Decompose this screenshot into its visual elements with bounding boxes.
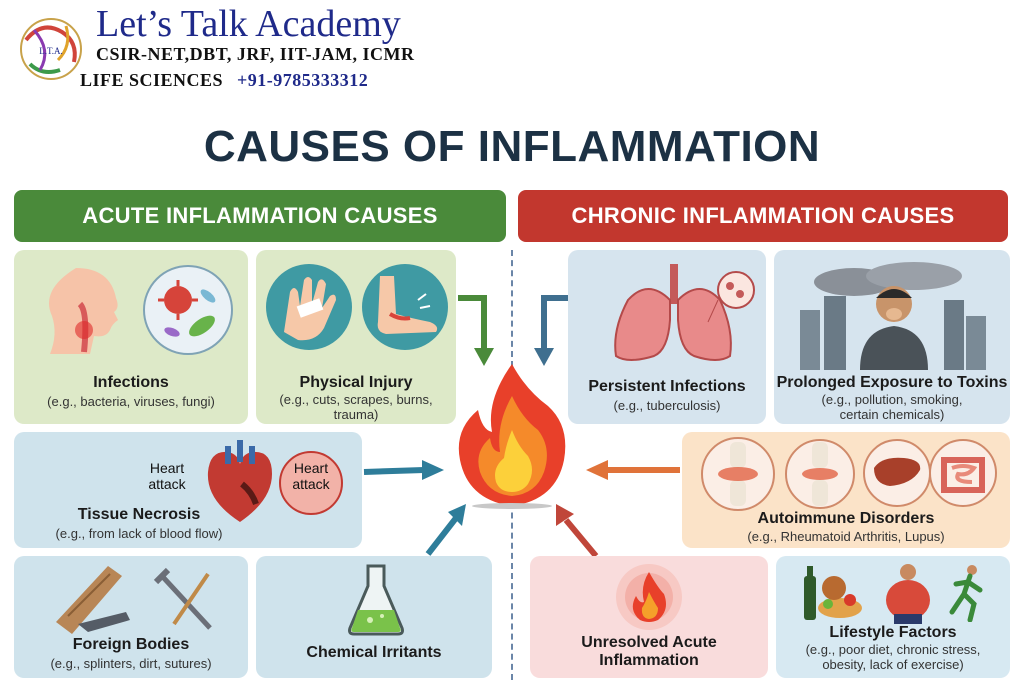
flame-circle-icon	[614, 562, 684, 632]
svg-text:L.T.A.: L.T.A.	[39, 46, 63, 56]
card-chemical-irritants: Chemical Irritants	[256, 556, 492, 678]
brand-subject: LIFE SCIENCES	[80, 70, 224, 90]
card-subtitle: (e.g., Rheumatoid Arthritis, Lupus)	[747, 529, 945, 544]
card-subtitle: (e.g., poor diet, chronic stress, obesit…	[805, 642, 981, 672]
card-infections: Infections (e.g., bacteria, viruses, fun…	[14, 250, 248, 424]
card-subtitle: (e.g., tuberculosis)	[613, 398, 721, 413]
heart-attack-label: Heart attack	[148, 460, 186, 492]
card-persistent-infections: Persistent Infections (e.g., tuberculosi…	[568, 250, 766, 424]
card-subtitle: (e.g., bacteria, viruses, fungi)	[47, 394, 215, 409]
card-prolonged-toxins: Prolonged Exposure to Toxins (e.g., poll…	[774, 250, 1010, 424]
joint-icon	[698, 436, 778, 512]
fire-icon	[452, 360, 572, 510]
flask-icon	[346, 562, 406, 636]
page-title: CAUSES OF INFLAMMATION	[203, 122, 821, 171]
brand-exams: CSIR-NET,DBT, JRF, IIT-JAM, ICMR	[96, 44, 415, 64]
card-subtitle: (e.g., from lack of blood flow)	[55, 526, 223, 541]
card-title: Unresolved Acute Inflammation	[581, 634, 717, 669]
card-lifestyle: Lifestyle Factors (e.g., poor diet, chro…	[776, 556, 1010, 678]
bandaged-hand-icon	[264, 262, 354, 352]
throat-icon	[36, 264, 128, 356]
card-title: Autoimmune Disorders	[757, 510, 935, 527]
pollution-city-icon	[794, 260, 990, 370]
wood-splinter-icon	[48, 562, 138, 638]
heart-attack-circle	[278, 450, 344, 516]
arrow-physical-injury	[458, 295, 487, 350]
lungs-icon	[608, 260, 758, 370]
intestine-icon	[928, 438, 998, 508]
brand-subject-line: LIFE SCIENCES +91-9785333312	[80, 70, 368, 91]
card-unresolved-acute: Unresolved Acute Inflammation	[530, 556, 768, 678]
liver-icon	[862, 438, 932, 508]
card-subtitle: (e.g., cuts, scrapes, burns, trauma)	[279, 392, 433, 422]
card-subtitle: (e.g., splinters, dirt, sutures)	[50, 656, 212, 671]
card-physical-injury: Physical Injury (e.g., cuts, scrapes, bu…	[256, 250, 456, 424]
heart-attack-circle-label: Heart attack	[292, 460, 330, 492]
card-title: Lifestyle Factors	[829, 624, 957, 641]
acute-heading-banner: ACUTE INFLAMMATION CAUSES	[14, 190, 506, 242]
card-title: Persistent Infections	[588, 378, 746, 395]
injured-foot-icon	[360, 262, 450, 352]
card-title: Foreign Bodies	[72, 636, 190, 653]
card-foreign-bodies: Foreign Bodies (e.g., splinters, dirt, s…	[14, 556, 248, 678]
card-title: Chemical Irritants	[306, 644, 442, 661]
microbe-icon	[142, 264, 234, 356]
card-tissue-necrosis: Heart attack Heart attack Tissue Necrosi…	[14, 432, 362, 548]
brand-phone: +91-9785333312	[237, 70, 369, 90]
card-subtitle: (e.g., pollution, smoking, certain chemi…	[821, 392, 963, 422]
card-title: Prolonged Exposure to Toxins	[776, 374, 1008, 391]
food-icon	[798, 562, 862, 624]
logo-icon: L.T.A.	[12, 10, 90, 88]
chronic-heading-banner: CHRONIC INFLAMMATION CAUSES	[518, 190, 1008, 242]
heart-icon	[198, 436, 282, 526]
nail-icon	[150, 566, 222, 636]
card-title: Infections	[93, 374, 169, 391]
person-icon	[880, 562, 936, 624]
card-title: Physical Injury	[299, 374, 413, 391]
card-title: Tissue Necrosis	[77, 506, 201, 523]
joint-icon	[782, 436, 858, 512]
runner-icon	[944, 564, 990, 622]
brand-title: Let’s Talk Academy	[96, 3, 401, 45]
card-autoimmune: Autoimmune Disorders (e.g., Rheumatoid A…	[682, 432, 1010, 548]
